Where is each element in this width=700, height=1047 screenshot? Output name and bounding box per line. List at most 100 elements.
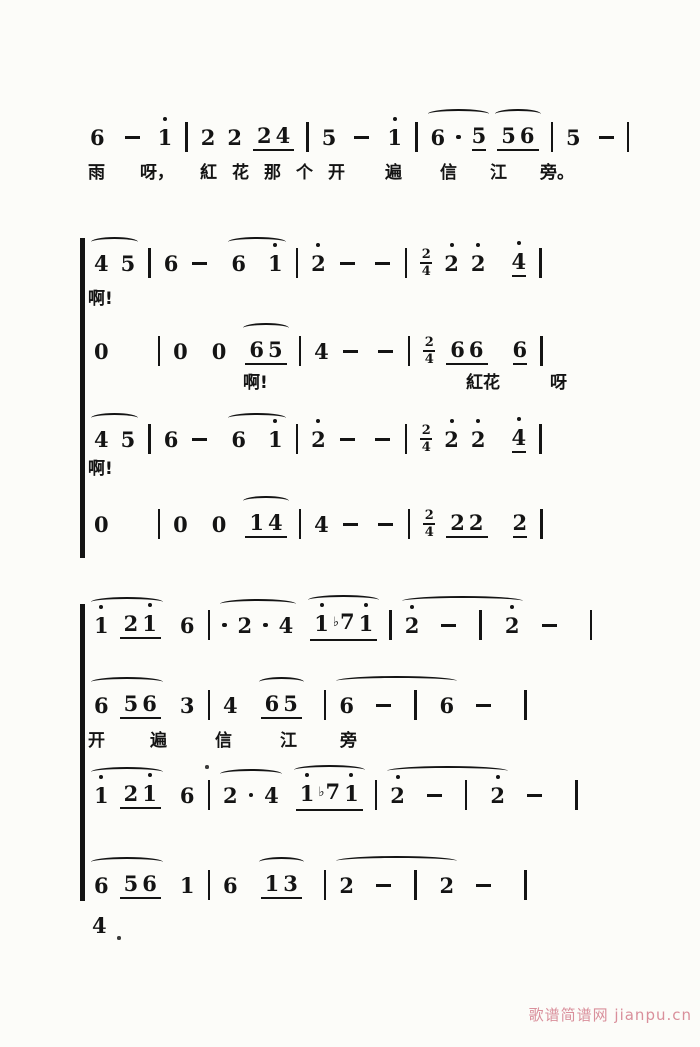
barline [540, 336, 543, 366]
lyric-syllable: 啊! [88, 459, 113, 479]
note: 1 [387, 116, 402, 150]
spacer [399, 351, 401, 352]
spacer [360, 705, 370, 706]
spacer [360, 885, 370, 886]
lyric-syllable: 啊! [243, 373, 268, 393]
note: 3 [179, 692, 195, 718]
duration-dash [377, 522, 393, 526]
note: 5 [471, 123, 487, 151]
barline [157, 336, 161, 366]
note: 2 [444, 242, 459, 276]
melody-lyrics: 雨呀，紅花那个开遍信江旁。 [84, 158, 654, 184]
spacer [489, 625, 499, 626]
slur-arc [91, 597, 163, 607]
note: 5 [123, 871, 139, 896]
note: 5 [566, 124, 581, 150]
spacer [474, 795, 484, 796]
spacer [332, 263, 334, 264]
octave-dot [410, 604, 415, 609]
barline [539, 248, 542, 278]
note: 6 [142, 691, 157, 716]
note: 6 [439, 692, 455, 718]
note: 5 [268, 337, 283, 362]
note: 5 [321, 124, 337, 150]
spacer [252, 439, 262, 440]
slur-arc [220, 768, 282, 779]
note: 2 [237, 612, 253, 638]
barline [589, 610, 593, 640]
note: 1 [268, 418, 283, 452]
duration-dash [377, 349, 393, 353]
note: 2 [390, 774, 405, 808]
octave-dot [316, 242, 321, 247]
note: 1 [158, 116, 172, 150]
note: 6 [450, 337, 465, 362]
spacer [511, 795, 521, 796]
spacer [184, 439, 186, 440]
time-signature-line [423, 350, 436, 352]
note: 1 [249, 510, 264, 535]
note: 1 [300, 773, 314, 806]
note: 4 [264, 782, 279, 808]
spacer [462, 625, 472, 626]
spacer [460, 705, 470, 706]
note: 4 [314, 511, 329, 537]
duration-dash [339, 261, 355, 265]
slur-arc [228, 236, 286, 247]
note: 2 [123, 781, 139, 806]
time-signature-denominator: 4 [421, 439, 431, 455]
spacer [424, 705, 434, 706]
note: 6 [519, 123, 535, 148]
barline [295, 424, 299, 454]
scan-speck [205, 765, 209, 769]
note: 1 [344, 773, 359, 806]
octave-dot [273, 418, 278, 423]
barline [524, 870, 527, 900]
spacer [587, 137, 593, 138]
note: 6 [264, 691, 280, 716]
time-signature-line [420, 262, 433, 264]
slur-arc [495, 109, 541, 119]
barline [389, 610, 392, 640]
time-signature-numerator: 2 [424, 334, 434, 350]
barline [148, 248, 151, 278]
slur-arc [308, 595, 380, 605]
note: 1 [359, 603, 373, 636]
octave-dot [516, 417, 521, 421]
barline [207, 870, 210, 900]
spacer [232, 351, 240, 352]
note: 1 [264, 871, 280, 896]
lyric-syllable: 信 [440, 163, 457, 183]
lyric-syllable: 花 [232, 163, 249, 183]
slur-arc [91, 236, 139, 247]
note: 2 [405, 604, 419, 638]
spacer [111, 137, 119, 138]
spacer [396, 439, 398, 440]
octave-dot [305, 773, 310, 777]
time-signature-denominator: 4 [421, 263, 431, 279]
note: 2 [512, 510, 528, 538]
spacer [492, 263, 506, 264]
augmentation-dot [222, 622, 227, 628]
note: 5 [123, 691, 139, 716]
duration-dash [441, 623, 457, 627]
octave-dot [273, 242, 278, 247]
slur-arc [220, 598, 297, 609]
duration-dash [376, 703, 391, 707]
